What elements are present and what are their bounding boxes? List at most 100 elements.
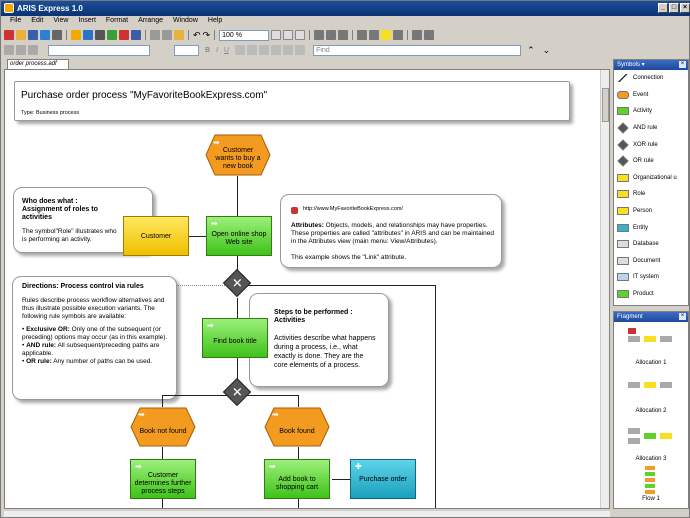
horizontal-scrollbar[interactable] (4, 511, 610, 517)
menu-format[interactable]: Format (105, 17, 129, 24)
model-canvas[interactable]: Purchase order process "MyFavoriteBookEx… (4, 69, 610, 509)
symbol-item[interactable]: Activity (614, 103, 688, 120)
scroll-thumb[interactable] (602, 88, 609, 122)
close-icon[interactable]: × (679, 61, 686, 68)
symbol-item[interactable]: XOR rule (614, 136, 688, 153)
menu-window[interactable]: Window (172, 17, 198, 24)
menu-edit[interactable]: Edit (31, 17, 44, 24)
text-top-icon[interactable] (271, 45, 282, 55)
shadow-icon[interactable] (393, 30, 404, 40)
zoom-in-icon[interactable] (271, 30, 282, 40)
xor-rule-gate[interactable] (222, 268, 252, 298)
find-next-icon[interactable]: ⌄ (542, 44, 551, 55)
function-find-book[interactable]: Find book title ➡ (202, 318, 268, 358)
function-determine-steps[interactable]: Customer determines further process step… (130, 459, 196, 499)
role-customer[interactable]: Customer (123, 216, 189, 256)
redo-icon[interactable]: ↷ (202, 29, 211, 40)
xor-rule-gate-split[interactable] (222, 377, 252, 407)
vertical-scrollbar[interactable] (600, 70, 609, 508)
symbol-item[interactable]: AND rule (614, 120, 688, 137)
save-icon[interactable] (28, 30, 38, 40)
text-middle-icon[interactable] (283, 45, 294, 55)
fill-color-icon[interactable] (381, 30, 392, 40)
zoom-out-icon[interactable] (283, 30, 294, 40)
tab-order-process[interactable]: order process.adf (7, 59, 69, 69)
symbol-item[interactable]: Connection (614, 70, 688, 87)
menu-view[interactable]: View (53, 17, 69, 24)
menu-insert[interactable]: Insert (78, 17, 96, 24)
font-size-select[interactable] (174, 44, 199, 56)
symbol-item[interactable]: Person (614, 203, 688, 220)
role-label: Customer (140, 232, 172, 240)
fragment-panel-header[interactable]: Fragment× (614, 312, 688, 322)
fit-page-icon[interactable] (295, 30, 306, 40)
event-customer-wants[interactable]: Customer wants to buy a new book ➡ (205, 134, 271, 176)
open-folder-icon[interactable] (16, 30, 26, 40)
model-icon[interactable] (95, 30, 105, 40)
symbol-item[interactable]: IT system (614, 269, 688, 286)
underline-icon[interactable]: U (224, 46, 230, 54)
text-center-icon[interactable] (247, 45, 258, 55)
connection-tool-icon[interactable] (314, 30, 325, 40)
undo-icon[interactable]: ↶ (193, 29, 201, 40)
font-family-select[interactable] (48, 44, 150, 56)
symbol-item[interactable]: OR rule (614, 153, 688, 170)
symbols-panel-header[interactable]: Symbols ▾× (614, 60, 688, 70)
symbol-label: Database (633, 241, 659, 248)
process-purchase-order[interactable]: Purchase order ✚ (350, 459, 416, 499)
distribute-icon[interactable] (424, 30, 435, 40)
text-right-icon[interactable] (259, 45, 270, 55)
event-book-found[interactable]: Book found ➡ (264, 407, 330, 447)
align-right-icon[interactable] (28, 45, 38, 55)
delete-icon[interactable] (119, 30, 129, 40)
home-icon[interactable] (4, 30, 14, 40)
close-icon[interactable]: × (679, 313, 686, 320)
menu-help[interactable]: Help (207, 17, 223, 24)
attr-link[interactable]: http://www.MyFavoriteBookExpress.com/ (303, 206, 403, 212)
zoom-select[interactable]: 100 % (219, 29, 270, 41)
function-open-shop[interactable]: Open online shop Web site ➡ (206, 216, 272, 256)
print-icon[interactable] (52, 30, 62, 40)
new-model-icon[interactable] (107, 30, 117, 40)
event-book-not-found[interactable]: Book not found ➡ (130, 407, 196, 447)
layout-icon[interactable] (338, 30, 349, 40)
line-color-icon[interactable] (369, 30, 380, 40)
close-button[interactable]: × (680, 3, 690, 13)
find-previous-icon[interactable]: ⌃ (527, 44, 535, 55)
fragment-flow-1[interactable]: Flow 1 (614, 466, 688, 506)
pen-icon[interactable] (357, 30, 368, 40)
symbol-item[interactable]: Organizational u (614, 170, 688, 187)
fragment-allocation-1[interactable]: Allocation 1 (614, 322, 688, 370)
maximize-button[interactable]: □ (669, 3, 679, 13)
text-left-icon[interactable] (235, 45, 246, 55)
fragment-allocation-2[interactable]: Allocation 2 (614, 370, 688, 418)
copy-icon[interactable] (162, 30, 172, 40)
find-input[interactable]: Find (313, 44, 522, 56)
symbol-item[interactable]: Event (614, 87, 688, 104)
text-bottom-icon[interactable] (295, 45, 306, 55)
italic-icon[interactable]: I (216, 46, 219, 54)
cut-icon[interactable] (150, 30, 160, 40)
align-left-icon[interactable] (4, 45, 14, 55)
function-add-to-cart[interactable]: Add book to shopping cart ➡ (264, 459, 330, 499)
properties-icon[interactable] (131, 30, 141, 40)
minimize-button[interactable]: _ (658, 3, 668, 13)
symbol-item[interactable]: Product (614, 286, 688, 303)
fragment-allocation-3[interactable]: Allocation 3 (614, 418, 688, 466)
symbol-item[interactable]: Entity (614, 219, 688, 236)
align-icon[interactable] (412, 30, 423, 40)
bold-icon[interactable]: B (205, 46, 211, 54)
paste-icon[interactable] (174, 30, 184, 40)
align-center-icon[interactable] (16, 45, 26, 55)
loop-connector (248, 285, 436, 286)
menu-arrange[interactable]: Arrange (138, 17, 163, 24)
save-all-icon[interactable] (40, 30, 50, 40)
symbol-item[interactable]: Database (614, 236, 688, 253)
grid-icon[interactable] (326, 30, 337, 40)
symbol-item[interactable]: Role (614, 186, 688, 203)
import-icon[interactable] (83, 30, 93, 40)
export-icon[interactable] (71, 30, 81, 40)
menu-file[interactable]: File (10, 17, 22, 24)
fragment-preview-icon (644, 433, 656, 439)
symbol-item[interactable]: Document (614, 253, 688, 270)
